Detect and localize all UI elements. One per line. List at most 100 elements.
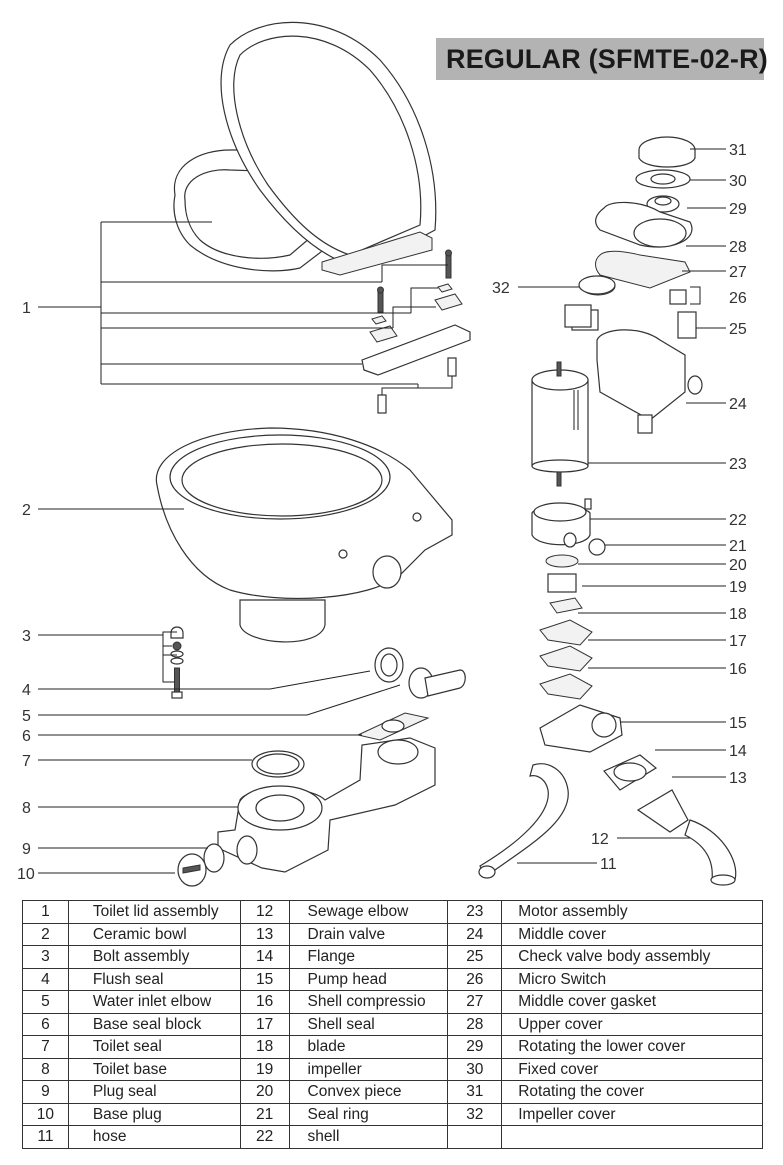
callout-17: 17 [729,633,747,650]
callout-19: 19 [729,579,747,596]
part-number-cell: 31 [447,1080,503,1104]
callout-25: 25 [729,321,747,338]
pump-lower-drawing [531,498,623,753]
lid-hinge-parts [361,249,471,414]
part-name-cell: hose [67,1125,241,1149]
callout-22: 22 [729,512,747,529]
part-number-cell: 30 [447,1057,503,1081]
part-name-cell: Rotating the lower cover [501,1035,763,1059]
part-number-cell: 21 [239,1102,290,1126]
ceramic-bowl-drawing [155,427,453,643]
callout-2: 2 [22,502,31,519]
part-name-cell: Micro Switch [501,967,763,991]
part-number-cell: 6 [22,1012,69,1036]
part-number-cell: 5 [22,990,69,1014]
callout-28: 28 [729,239,747,256]
callout-5-leader [38,684,401,716]
part-number-cell: 19 [239,1057,290,1081]
part-number-cell: 18 [239,1035,290,1059]
part-number-cell: 16 [239,990,290,1014]
motor-drawing [531,361,589,487]
part-number-cell: 28 [447,1012,503,1036]
part-number-cell: 12 [239,900,290,924]
part-number-cell: 22 [239,1125,290,1149]
callout-23: 23 [729,456,747,473]
callout-7: 7 [22,753,31,770]
impeller-cover-drawing [564,275,616,328]
lower-seals-drawing [251,647,466,778]
part-number-cell: 14 [239,945,290,969]
part-number-cell: 26 [447,967,503,991]
callout-16: 16 [729,661,747,678]
part-name-cell: Toilet base [67,1057,241,1081]
part-number-cell: 27 [447,990,503,1014]
callout-20: 20 [729,557,747,574]
part-number-cell: 3 [22,945,69,969]
part-number-cell: 20 [239,1080,290,1104]
part-name-cell: shell [288,1125,449,1149]
diagram-title-banner: REGULAR (SFMTE-02-R) [436,38,768,80]
part-number-cell: 32 [447,1102,503,1126]
part-number-cell: 15 [239,967,290,991]
diagram-title: REGULAR (SFMTE-02-R) [446,44,768,74]
pump-upper-drawing [571,136,703,434]
part-number-cell: 1 [22,900,69,924]
part-number-cell: 7 [22,1035,69,1059]
part-name-cell: Convex piece [288,1080,449,1104]
callout-32: 32 [492,280,510,297]
callout-27: 27 [729,264,747,281]
exploded-view-diagram: 1 2 3 4 5 6 7 8 9 10 11 12 13 14 15 16 1… [17,21,747,887]
part-name-cell: Drain valve [288,922,449,946]
callout-10: 10 [17,866,35,883]
part-number-cell: 17 [239,1012,290,1036]
part-name-cell: Toilet lid assembly [67,900,241,924]
part-name-cell: Shell compressio [288,990,449,1014]
part-number-cell: 29 [447,1035,503,1059]
callout-13: 13 [729,770,747,787]
part-number-cell: 9 [22,1080,69,1104]
callout-21: 21 [729,538,747,555]
callout-31: 31 [729,142,747,159]
part-name-cell: Middle cover [501,922,763,946]
part-number-cell: 4 [22,967,69,991]
part-number-cell: 13 [239,922,290,946]
callout-30: 30 [729,173,747,190]
part-number-cell: 8 [22,1057,69,1081]
part-name-cell: Fixed cover [501,1057,763,1081]
part-name-cell [501,1125,763,1149]
part-number-cell: 11 [22,1125,69,1149]
toilet-base-drawing [177,737,436,887]
part-name-cell: Upper cover [501,1012,763,1036]
part-number-cell: 23 [447,900,503,924]
callout-29: 29 [729,201,747,218]
callout-15: 15 [729,715,747,732]
callout-11: 11 [600,856,617,873]
part-name-cell: Check valve body assembly [501,945,763,969]
part-name-cell: Plug seal [67,1080,241,1104]
part-name-cell: Toilet seal [67,1035,241,1059]
part-name-cell: impeller [288,1057,449,1081]
callout-26-leader [690,286,701,305]
callout-9: 9 [22,841,31,858]
callout-8: 8 [22,800,31,817]
part-name-cell: Middle cover gasket [501,990,763,1014]
callout-14: 14 [729,743,747,760]
part-name-cell: Rotating the cover [501,1080,763,1104]
callout-18: 18 [729,606,747,623]
part-number-cell: 2 [22,922,69,946]
part-name-cell: Motor assembly [501,900,763,924]
part-number-cell: 24 [447,922,503,946]
callout-5: 5 [22,708,31,725]
callout-4: 4 [22,682,31,699]
part-number-cell [447,1125,503,1149]
callout-12: 12 [591,831,609,848]
part-name-cell: Impeller cover [501,1102,763,1126]
callout-26: 26 [729,290,747,307]
